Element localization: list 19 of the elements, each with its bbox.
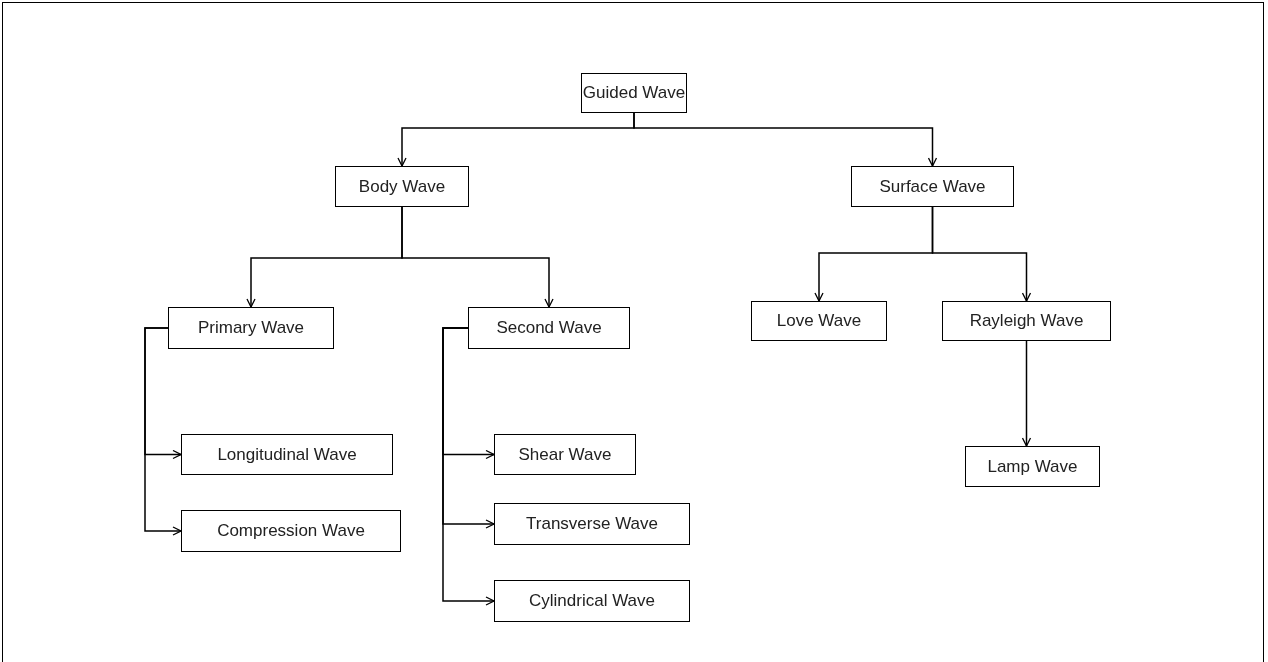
wave-type-box: Body Wave [335,166,469,207]
wave-type-box: Cylindrical Wave [494,580,690,622]
arrow [633,112,938,167]
wave-type-box: Lamp Wave [965,446,1100,487]
wave-type-box: Transverse Wave [494,503,690,545]
wave-type-box: Love Wave [751,301,887,341]
wave-type-box: Compression Wave [181,510,401,552]
wave-type-box: Primary Wave [168,307,334,349]
wave-type-box: Rayleigh Wave [942,301,1111,341]
wave-type-box: Surface Wave [851,166,1014,207]
wave-type-box: Second Wave [468,307,630,349]
arrow [442,327,495,606]
wave-type-box: Longitudinal Wave [181,434,393,475]
arrow [1021,340,1032,447]
arrow [144,327,182,536]
wave-type-box: Shear Wave [494,434,636,475]
arrow [401,206,554,308]
wave-type-box: Guided Wave [581,73,687,113]
arrow [931,206,1032,302]
